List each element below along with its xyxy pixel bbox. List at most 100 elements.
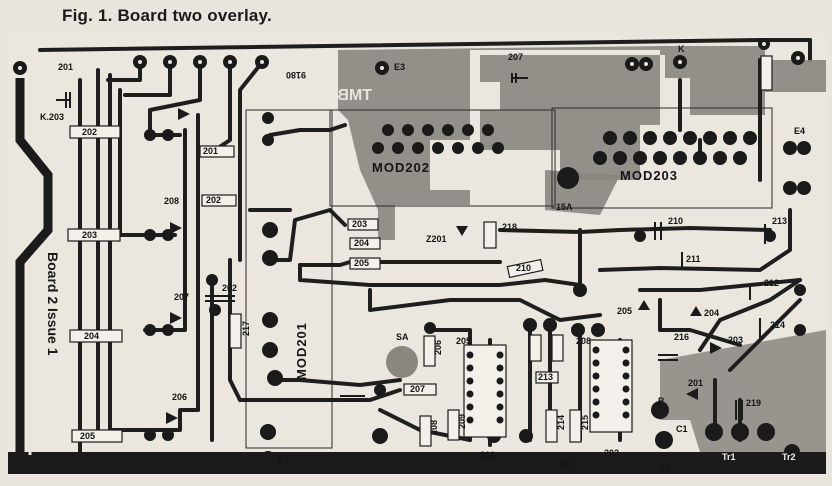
resistor-r208: 208 — [419, 415, 439, 447]
svg-text:216: 216 — [674, 332, 689, 342]
trace-top-2 — [123, 63, 172, 97]
svg-text:202: 202 — [82, 127, 97, 137]
trace-right-4 — [638, 278, 802, 292]
pads-left-column — [144, 129, 221, 441]
resistor-r212 — [551, 334, 564, 362]
svg-text:206: 206 — [433, 340, 443, 355]
svg-text:201: 201 — [203, 146, 218, 156]
resistor-r209: 209 — [447, 409, 467, 441]
capacitor-c211: 211 — [681, 252, 701, 270]
e1-bottom-label: E1 — [278, 456, 289, 466]
figure-title: Fig. 1. Board two overlay. — [62, 6, 272, 25]
trace-right-5 — [658, 298, 742, 347]
svg-text:211: 211 — [686, 254, 701, 264]
svg-text:214: 214 — [556, 415, 566, 430]
resistor-r206: 206 — [423, 335, 443, 367]
trace-mod201-a — [268, 208, 347, 262]
capacitor-c201: 201 K.203 — [40, 62, 73, 122]
svg-text:203: 203 — [352, 219, 367, 229]
ic203-label: 203 — [558, 460, 573, 470]
left-ground-gap — [28, 75, 60, 455]
resistor-r202: 202 — [69, 125, 121, 139]
capacitor-c206 — [340, 395, 365, 402]
resistor-r202b: 202 — [201, 194, 237, 207]
mod203-label: MOD203 — [620, 168, 678, 183]
mirror-tmb-text: TMB — [337, 87, 372, 104]
copper-pour-top — [338, 46, 826, 180]
label-15a: 15A — [556, 202, 573, 212]
k-label: K — [678, 44, 685, 54]
e2-label: E2 — [660, 464, 671, 474]
zener-z201: Z201 — [426, 226, 468, 244]
resistor-r203: 203 — [67, 228, 121, 242]
capacitor-c210: 210 — [654, 216, 683, 240]
trace-top-1 — [106, 63, 142, 82]
resistor-r217: 217 — [229, 313, 251, 349]
e4-label: E4 — [794, 126, 805, 136]
sa-component — [386, 346, 418, 378]
svg-text:202: 202 — [222, 283, 237, 293]
capacitor-c208: 208 — [576, 336, 591, 346]
diode-206: 206 — [166, 392, 187, 424]
svg-text:207: 207 — [410, 384, 425, 394]
svg-text:207: 207 — [174, 292, 189, 302]
svg-text:205: 205 — [617, 306, 632, 316]
capacitor-c213: 213 — [764, 216, 787, 244]
svg-text:201: 201 — [58, 62, 73, 72]
pads-mod201 — [260, 222, 283, 465]
svg-text:208: 208 — [429, 420, 439, 435]
capacitor-c219: 219 — [735, 398, 761, 420]
ic202-label: 202 — [604, 448, 619, 458]
resistor-top-right — [760, 55, 773, 91]
resistor-r214: 214 — [545, 409, 566, 443]
svg-text:213: 213 — [538, 372, 553, 382]
copper-pour-left — [338, 50, 470, 240]
resistor-r211 — [529, 334, 542, 362]
diode-207: 207 — [170, 292, 189, 324]
diode-205: 205 — [617, 300, 650, 316]
svg-text:218: 218 — [502, 222, 517, 232]
svg-text:215: 215 — [580, 415, 590, 430]
resistor-r213: 213 — [535, 371, 559, 384]
resistor-r207: 207 — [403, 383, 437, 396]
svg-text:217: 217 — [241, 321, 251, 336]
ic201-label: 201 — [480, 450, 495, 460]
ground-bus-bottom — [8, 452, 826, 474]
diode-203: 203 — [710, 335, 743, 354]
diode-204: 204 — [690, 306, 719, 318]
resistor-r205: 205 — [71, 429, 123, 443]
mod203-outline — [551, 107, 773, 209]
svg-text:Z201: Z201 — [426, 234, 447, 244]
trace-mod201-e — [238, 388, 402, 402]
trace-mod201-top — [268, 123, 347, 137]
capacitor-c202: 202 — [205, 283, 237, 302]
resistor-r210: 210 — [506, 258, 544, 279]
svg-text:204: 204 — [84, 331, 99, 341]
resistor-r205b: 205 — [349, 257, 381, 270]
svg-text:203: 203 — [728, 335, 743, 345]
svg-text:K.203: K.203 — [40, 112, 64, 122]
mod202-outline — [329, 109, 556, 207]
resistor-r218: 218 — [483, 221, 517, 249]
capacitor-c212: 212 — [749, 278, 779, 300]
mirror-small-text: 9180 — [286, 70, 306, 80]
svg-text:214: 214 — [770, 320, 785, 330]
diode-top — [178, 108, 190, 120]
svg-text:219: 219 — [746, 398, 761, 408]
svg-text:205: 205 — [80, 431, 95, 441]
svg-text:208: 208 — [164, 196, 179, 206]
trace-mod201-d — [268, 378, 402, 387]
svg-text:207: 207 — [508, 52, 523, 62]
trace-right-3 — [598, 208, 792, 272]
trace-right-10 — [728, 298, 802, 372]
trace-mid-long — [298, 263, 582, 287]
trace-top-5 — [238, 63, 262, 262]
resistor-r203b: 203 — [347, 218, 379, 231]
resistor-r215: 215 — [569, 409, 590, 443]
pads-mod202 — [262, 112, 504, 154]
diode-201b: 201 — [686, 378, 703, 400]
svg-text:205: 205 — [354, 258, 369, 268]
svg-text:213: 213 — [772, 216, 787, 226]
